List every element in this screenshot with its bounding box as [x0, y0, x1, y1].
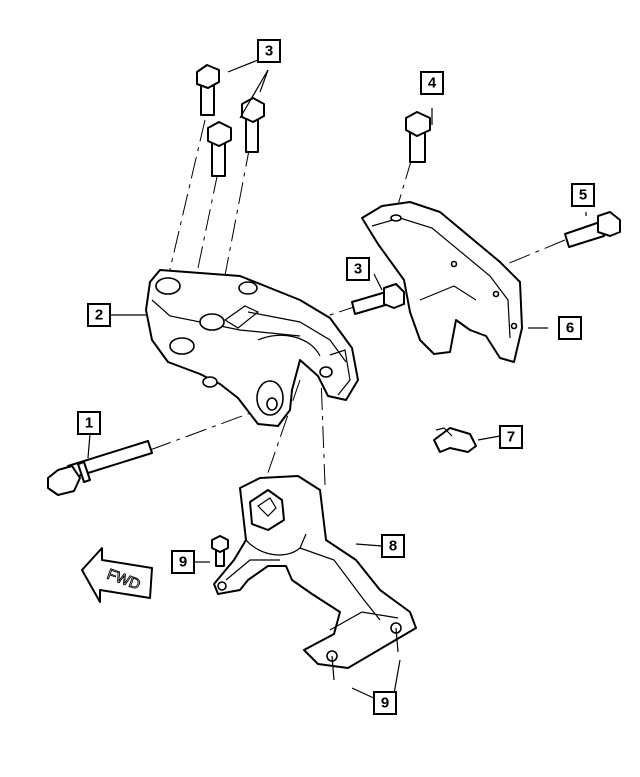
callout-6: 6 — [558, 316, 582, 340]
upper-mount-bracket — [145, 269, 359, 427]
shield-bolt — [564, 211, 621, 248]
callout-8-label: 8 — [389, 538, 397, 555]
through-bolt — [47, 440, 153, 496]
lower-mount-bolt — [211, 535, 229, 567]
callout-3-middle-label: 3 — [354, 261, 362, 278]
callout-3-top: 3 — [257, 39, 281, 63]
mount-bolt — [196, 64, 220, 116]
callout-7: 7 — [499, 425, 523, 449]
callout-7-label: 7 — [507, 429, 515, 446]
callout-3-middle: 3 — [346, 257, 370, 281]
callout-1-label: 1 — [85, 415, 93, 432]
callout-8: 8 — [381, 534, 405, 558]
callout-9-bottom: 9 — [373, 691, 397, 715]
callout-9-left-label: 9 — [179, 554, 187, 571]
mount-bolt — [207, 121, 232, 177]
callout-9-left: 9 — [171, 550, 195, 574]
bracket-bolt-mid — [351, 283, 405, 315]
callout-3-top-label: 3 — [265, 43, 273, 60]
callout-2: 2 — [87, 303, 111, 327]
callout-2-label: 2 — [95, 307, 103, 324]
callout-9-bottom-label: 9 — [381, 695, 389, 712]
leader-lines — [87, 59, 587, 701]
bracket-bolt — [405, 111, 431, 163]
callout-1: 1 — [77, 411, 101, 435]
callout-5: 5 — [571, 183, 595, 207]
lower-mount-assembly — [213, 475, 417, 681]
heat-shield — [361, 201, 523, 363]
retaining-clip — [433, 427, 477, 453]
callout-6-label: 6 — [566, 320, 574, 337]
callout-5-label: 5 — [579, 187, 587, 204]
forward-arrow-icon: FWD — [81, 547, 153, 603]
callout-4: 4 — [420, 71, 444, 95]
mount-bolt — [241, 97, 265, 153]
callout-4-label: 4 — [428, 75, 437, 92]
